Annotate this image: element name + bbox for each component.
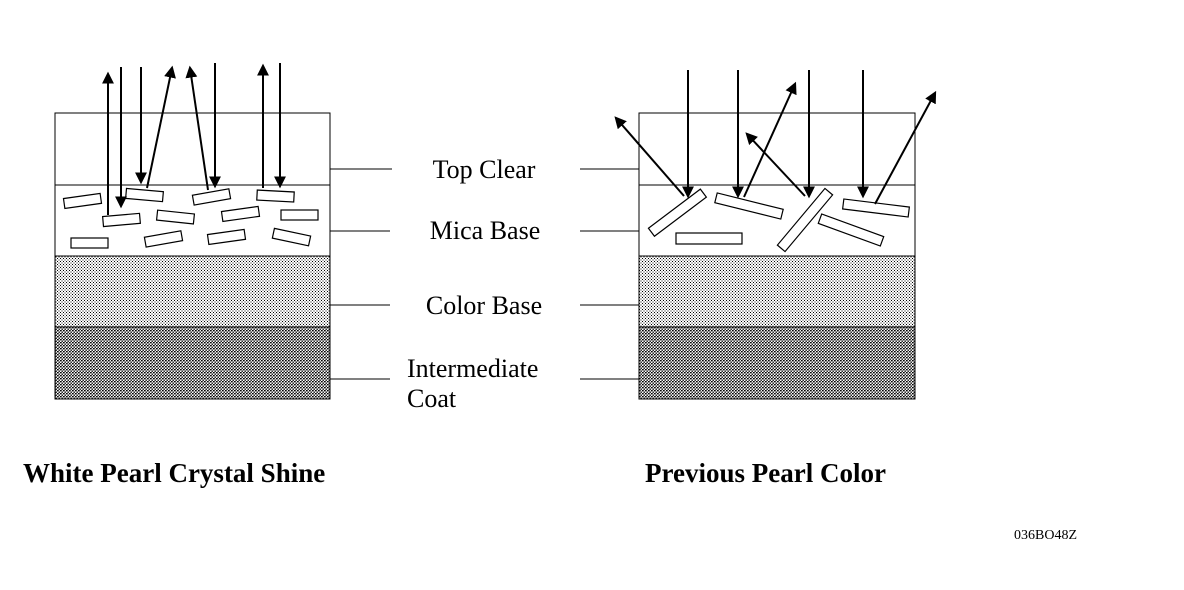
mica-flake: [143, 230, 184, 248]
left-intermediate-coat-layer: [54, 326, 331, 400]
mica-flake: [714, 192, 784, 220]
mica-flake: [62, 192, 103, 210]
mica-flake: [155, 209, 196, 225]
left-light-rays: [102, 63, 286, 215]
mica-flake: [101, 212, 142, 228]
mica-flake: [271, 227, 312, 247]
mica-base-label: Mica Base: [430, 216, 540, 245]
mica-flake: [675, 232, 743, 245]
leader-lines: [330, 168, 650, 380]
reflected-ray-arrow: [185, 65, 209, 191]
intermediate-label: Intermediate: [407, 354, 538, 383]
layer-labels: Top Clear Mica Base Color Base Intermedi…: [330, 155, 650, 413]
mica-flake: [647, 188, 708, 238]
coat-label: Coat: [407, 384, 457, 413]
right-color-base-layer: [638, 255, 916, 328]
figure-id: 036BO48Z: [1014, 528, 1077, 543]
mica-flake: [817, 213, 885, 247]
right-intermediate-coat-layer: [638, 326, 916, 400]
mica-flake: [191, 188, 232, 206]
mica-flake: [124, 187, 165, 203]
reflected-ray-arrow: [874, 90, 937, 205]
mica-flake: [206, 228, 247, 246]
left-panel: [54, 63, 331, 400]
mica-flake: [220, 205, 261, 223]
left-color-base-layer: [54, 255, 331, 328]
right-light-rays: [614, 70, 937, 205]
mica-flake: [256, 189, 295, 203]
reflected-ray-arrow: [146, 65, 176, 189]
color-base-label: Color Base: [426, 291, 542, 320]
right-mica-flakes: [647, 187, 911, 253]
reflected-ray-arrow: [743, 81, 797, 198]
mica-flake: [70, 237, 109, 249]
right-caption: Previous Pearl Color: [645, 458, 886, 488]
mica-flake: [776, 187, 834, 253]
mica-flake: [280, 209, 319, 221]
reflected-ray-arrow: [745, 132, 806, 197]
right-panel: [614, 70, 937, 400]
top-clear-label: Top Clear: [433, 155, 536, 184]
left-top-clear-layer: [54, 112, 331, 186]
reflected-ray-arrow: [614, 116, 685, 197]
left-caption: White Pearl Crystal Shine: [23, 458, 325, 488]
left-mica-flakes: [62, 187, 319, 249]
